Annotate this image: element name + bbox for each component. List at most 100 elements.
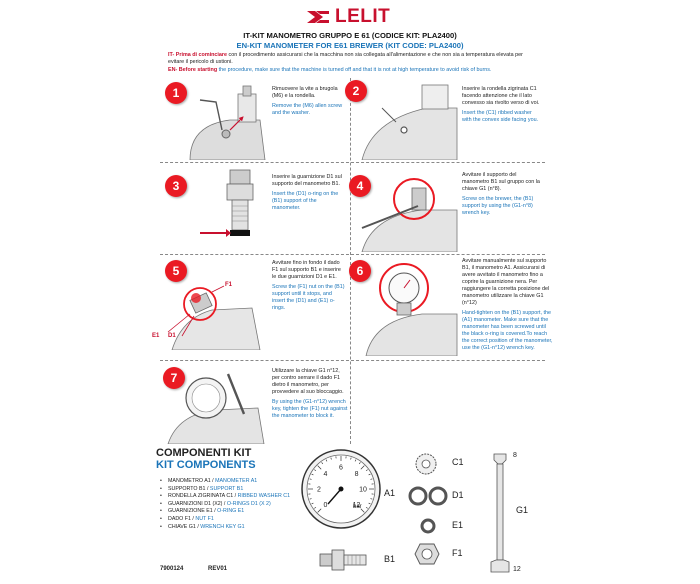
brand-logo: LELIT (305, 6, 390, 28)
wrench-key-g1 (490, 453, 510, 573)
step-3-text: Inserire la guarnizione D1 sul supporto … (272, 174, 346, 212)
step-text-it: Avvitare il supporto del manometro B1 su… (462, 172, 540, 192)
gauge-tick (311, 473, 314, 476)
step-divider (160, 360, 545, 361)
gauge-tick-label: 10 (359, 487, 367, 494)
revision: REV01 (208, 566, 228, 572)
wrench-size-top: 8 (513, 452, 517, 459)
lelit-logo-icon (307, 11, 329, 23)
step-6-illustration (365, 263, 458, 356)
gauge-tick (325, 459, 328, 462)
intro-it-lead: IT- Prima di cominciare (168, 52, 228, 58)
step-text-it: Utilizzare la chiave G1 n°12, per contro… (272, 368, 344, 395)
label-d1: D1 (452, 490, 464, 500)
gauge-tick-label: 8 (355, 471, 359, 478)
label-f1: F1 (452, 548, 463, 558)
step-divider (160, 254, 545, 255)
step-4-text: Avvitare il supporto del manometro B1 su… (462, 172, 542, 217)
gauge-tick (354, 459, 357, 462)
gauge-tick (365, 506, 368, 509)
components-title: COMPONENTI KIT KIT COMPONENTS (156, 447, 256, 471)
step-text-it: Inserire la guarnizione D1 sul supporto … (272, 174, 342, 187)
gauge-tick (311, 502, 314, 505)
label-g1: G1 (516, 505, 529, 515)
intro-english: EN- Before starting the procedure, make … (168, 67, 538, 74)
step-text-en: Screw on the brewer, the (B1) support by… (462, 196, 534, 216)
support-b1 (319, 549, 367, 571)
gauge-tick (370, 478, 373, 480)
component-item: GUARNIZIONE E1 / O-RING E1 (160, 508, 290, 516)
step-text-en: Remove the (M6) allen screw and the wash… (272, 103, 343, 116)
gauge-tick (309, 498, 312, 500)
step-text-en: Screw the (F1) nut on the (B1) support u… (272, 284, 345, 311)
document-code: 7900124 (160, 566, 184, 572)
gauge-unit: bar (353, 504, 362, 510)
step-3-illustration (200, 169, 254, 237)
gauge-tick (317, 508, 322, 513)
title-english: EN-KIT MANOMETER FOR E61 BREWER (KIT COD… (236, 41, 464, 50)
nut-f1 (414, 543, 440, 565)
label-c1: C1 (452, 457, 464, 467)
gauge-tick (360, 465, 365, 470)
step-number: 6 (349, 260, 371, 282)
gauge-tick (350, 457, 352, 460)
gauge-tick-label: 4 (323, 471, 327, 478)
step-2-illustration (361, 84, 458, 160)
gauge-tick (358, 462, 361, 465)
component-item: GUARNIZIONI D1 (X2) / O-RINGS D1 (X 2) (160, 501, 290, 509)
components-list: MANOMETRO A1 / MANOMETER A1 SUPPORTO B1 … (160, 478, 290, 531)
step-text-en: By using the (G1-n°12) wrench key, tight… (272, 399, 348, 419)
step-6-text: Avvitare manualmente sul supporto B1, il… (462, 258, 554, 352)
component-item: MANOMETRO A1 / MANOMETER A1 (160, 478, 290, 486)
step-1-text: Rimuovere la vite a brugola (M6) e la ro… (272, 86, 346, 117)
gauge-tick-label: 6 (339, 465, 343, 472)
step-number: 5 (165, 260, 187, 282)
step-number: 2 (345, 80, 367, 102)
intro-en-text: the procedure, make sure that the machin… (217, 67, 492, 73)
gauge-tick (330, 457, 332, 460)
brand-name: LELIT (335, 6, 391, 27)
step-7-illustration (167, 373, 265, 444)
gauge-tick (368, 502, 371, 505)
gauge-tick (317, 465, 322, 470)
gauge-tick (360, 508, 365, 513)
step-text-it: Rimuovere la vite a brugola (M6) e la ro… (272, 86, 338, 99)
step-text-en: Hand-tighten on the (B1) support, the (A… (462, 310, 553, 351)
o-ring-e1 (420, 518, 436, 534)
label-e1: E1 (452, 520, 464, 530)
component-item: RONDELLA ZIGRINATA C1 / RIBBED WASHER C1 (160, 493, 290, 501)
gauge-tick-label: 0 (323, 502, 327, 509)
gauge-tick-label: 12 (353, 502, 361, 509)
step-number: 4 (349, 175, 371, 197)
step-number: 1 (165, 82, 187, 104)
intro-it-text: con il procedimento assicurarsi che la m… (168, 52, 523, 65)
step-text-it: Avvitare fino in fondo il dado F1 sul su… (272, 260, 341, 280)
gauge-tick (309, 478, 312, 480)
step-1-illustration (189, 85, 266, 160)
step-5-illustration (167, 285, 261, 350)
intro-italian: IT- Prima di cominciare con il procedime… (168, 52, 538, 66)
gauge-tick (370, 498, 373, 500)
manometer-gauge: 0 2 4 6 8 10 12 bar (301, 449, 381, 529)
step-text-en: Insert the (D1) o-ring on the (B1) suppo… (272, 191, 339, 211)
column-divider (350, 78, 351, 444)
label-f1: F1 (225, 282, 233, 288)
step-number: 7 (163, 367, 185, 389)
label-a1: A1 (384, 488, 396, 498)
step-number: 3 (165, 175, 187, 197)
components-title-it: COMPONENTI KIT (156, 447, 252, 459)
step-divider (160, 162, 545, 163)
gauge-tick (365, 469, 368, 472)
label-e1: E1 (152, 333, 160, 339)
component-item: DADO F1 / NUT F1 (160, 516, 290, 524)
gauge-tick-label: 2 (317, 487, 321, 494)
gauge-tick (314, 469, 317, 472)
step-7-text: Utilizzare la chiave G1 n°12, per contro… (272, 368, 348, 420)
gauge-tick (321, 462, 324, 465)
wrench-size-bottom: 12 (513, 566, 521, 573)
step-5-text: Avvitare fino in fondo il dado F1 sul su… (272, 260, 346, 312)
step-text-it: Avvitare manualmente sul supporto B1, il… (462, 258, 550, 306)
intro-en-lead: EN- Before starting (168, 67, 218, 73)
step-text-en: Insert the (C1) ribbed washer with the c… (462, 110, 539, 123)
step-2-text: Inserire la rondella zigrinata C1 facend… (462, 86, 542, 124)
